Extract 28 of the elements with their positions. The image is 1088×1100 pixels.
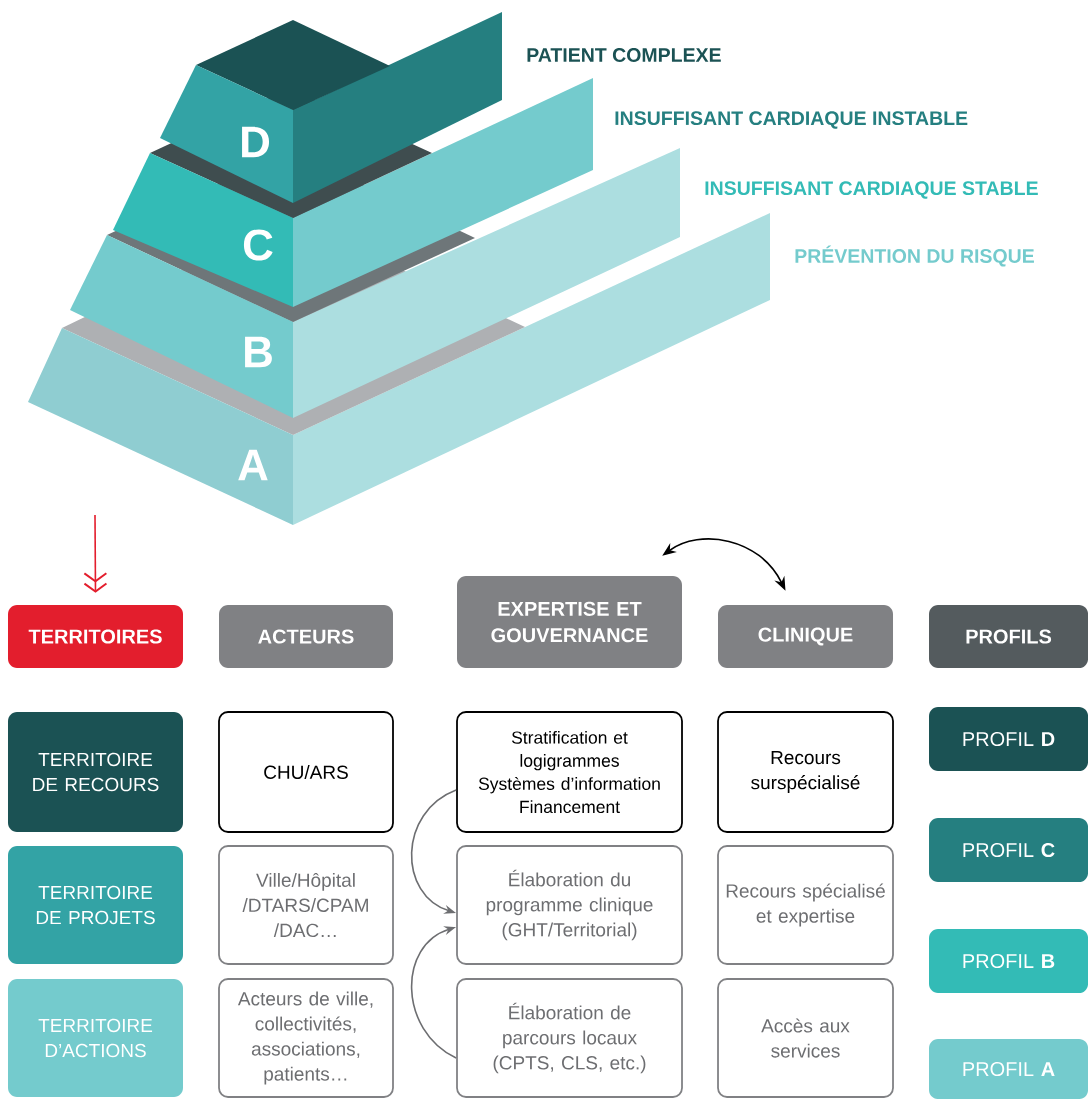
column-header: CLINIQUE: [718, 605, 893, 668]
territory-box: TERRITOIRE DE PROJETS: [8, 846, 183, 964]
profile-tab: PROFIL B: [929, 929, 1088, 993]
text-box: Élaboration de parcours locaux (CPTS, CLS, etc.): [456, 978, 683, 1098]
tier-label: PATIENT COMPLEXE: [527, 48, 721, 62]
text-box: Accès aux services: [717, 978, 894, 1098]
territory-box: TERRITOIRE D’ACTIONS: [8, 979, 183, 1097]
column-header: ACTEURS: [219, 605, 393, 668]
text-box: Recours surspécialisé: [717, 711, 894, 833]
tier-label: INSUFFISANT CARDIAQUE INSTABLE: [615, 111, 968, 129]
text-box: Ville/Hôpital /DTARS/CPAM /DAC…: [218, 845, 394, 965]
text-box: Acteurs de ville, collectivités, associations, patients…: [218, 978, 394, 1098]
tier-label: PRÉVENTION DU RISQUE: [795, 245, 1034, 267]
tier-label: INSUFFISANT CARDIAQUE STABLE: [705, 181, 1038, 199]
profile-tab: PROFIL D: [929, 707, 1088, 771]
text-box: Recours spécialisé et expertise: [717, 845, 894, 965]
text-box: Élaboration du programme clinique (GHT/Territorial): [456, 845, 683, 965]
arrow: [410, 926, 457, 1059]
text-box: Stratification et logigrammes Systèmes d’information Financement: [456, 711, 683, 833]
column-header: EXPERTISE ET GOUVERNANCE: [457, 576, 682, 668]
profile-tab: PROFIL C: [929, 818, 1088, 882]
arrow: [410, 789, 457, 914]
territory-box: TERRITOIRE DE RECOURS: [8, 712, 183, 832]
profile-tab: PROFIL A: [929, 1039, 1088, 1099]
column-header: TERRITOIRES: [8, 605, 183, 668]
arrow: [83, 514, 108, 593]
column-header: PROFILS: [929, 605, 1088, 668]
text-box: CHU/ARS: [218, 711, 394, 833]
